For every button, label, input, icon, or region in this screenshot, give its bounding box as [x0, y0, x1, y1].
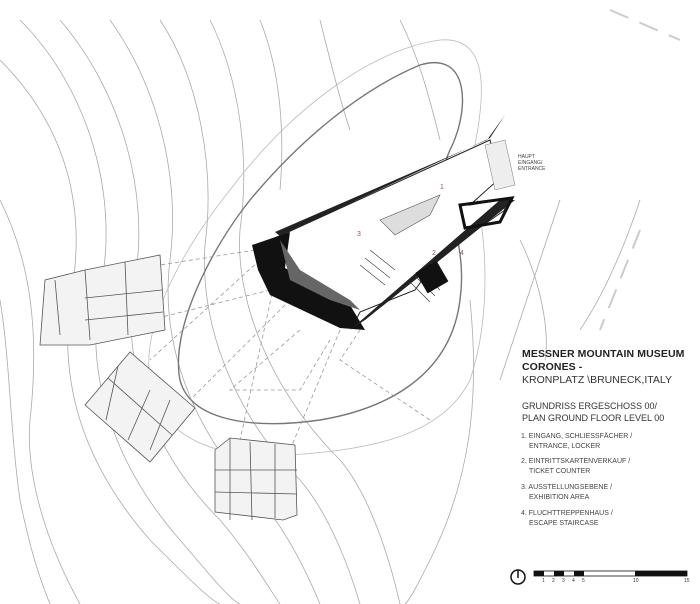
room-number-1: 1 — [440, 184, 444, 191]
legend-item-en: TICKET COUNTER — [529, 468, 591, 475]
viewing-box-south-west — [84, 351, 196, 463]
museum-location: KRONPLATZ \BRUNECK,ITALY — [522, 374, 672, 386]
viewing-box-west — [39, 254, 166, 346]
room-number-3: 3 — [357, 231, 361, 238]
room-number-4: 4 — [460, 250, 464, 257]
museum-title-line2: CORONES - — [522, 361, 583, 373]
legend-item-en: ENTRANCE, LOCKER — [529, 443, 601, 450]
plan-title-de: GRUNDRISS ERGESCHOSS 00/ — [522, 401, 658, 411]
hilltop-contour — [177, 62, 464, 425]
legend-item-en: EXHIBITION AREA — [529, 494, 590, 501]
scale-tick-label: 1 — [542, 578, 545, 584]
tunnel-connectors — [149, 249, 431, 451]
legend-item: 2. EINTRITTSKARTENVERKAUF / TICKET COUNT… — [521, 457, 630, 477]
legend-item: 4. FLUCHTTREPPENHAUS / ESCAPE STAIRCASE — [521, 509, 613, 529]
scale-tick-label: 2 — [552, 578, 555, 584]
plan-title-en: PLAN GROUND FLOOR LEVEL 00 — [522, 413, 665, 423]
entrance-label-line: HAUPT — [518, 154, 535, 160]
legend-item-de: 2. EINTRITTSKARTENVERKAUF / — [521, 458, 631, 465]
entrance-label-line: ENTRANCE — [518, 166, 546, 172]
room-number-2: 2 — [432, 250, 436, 257]
scale-tick-label: 3 — [562, 578, 565, 584]
legend-item-de: 4. FLUCHTTREPPENHAUS / — [521, 510, 613, 517]
entrance-label-line: EINGANG/ — [518, 160, 543, 166]
legend-item: 3. AUSSTELLUNGSEBENE / EXHIBITION AREA — [521, 483, 612, 503]
scale-bar — [533, 570, 688, 577]
scale-tick-label: 5 — [582, 578, 585, 584]
scale-tick-label: 4 — [572, 578, 575, 584]
legend-item-en: ESCAPE STAIRCASE — [529, 520, 599, 527]
scale-tick-label: 10 — [633, 578, 639, 584]
viewing-box-south — [214, 437, 298, 521]
legend-item-de: 1. EINGANG, SCHLIESSFÄCHER / — [521, 433, 633, 440]
legend-item: 1. EINGANG, SCHLIESSFÄCHER / ENTRANCE, L… — [521, 432, 632, 452]
museum-title: MESSNER MOUNTAIN MUSEUM — [522, 348, 685, 360]
museum-building-plan — [252, 115, 516, 330]
contour-lines — [0, 19, 641, 604]
legend-item-de: 3. AUSSTELLUNGSEBENE / — [521, 484, 613, 491]
scale-tick-label: 15 — [684, 578, 690, 584]
entrance-label: HAUPT EINGANG/ ENTRANCE — [518, 154, 546, 172]
north-arrow-icon — [510, 569, 526, 585]
